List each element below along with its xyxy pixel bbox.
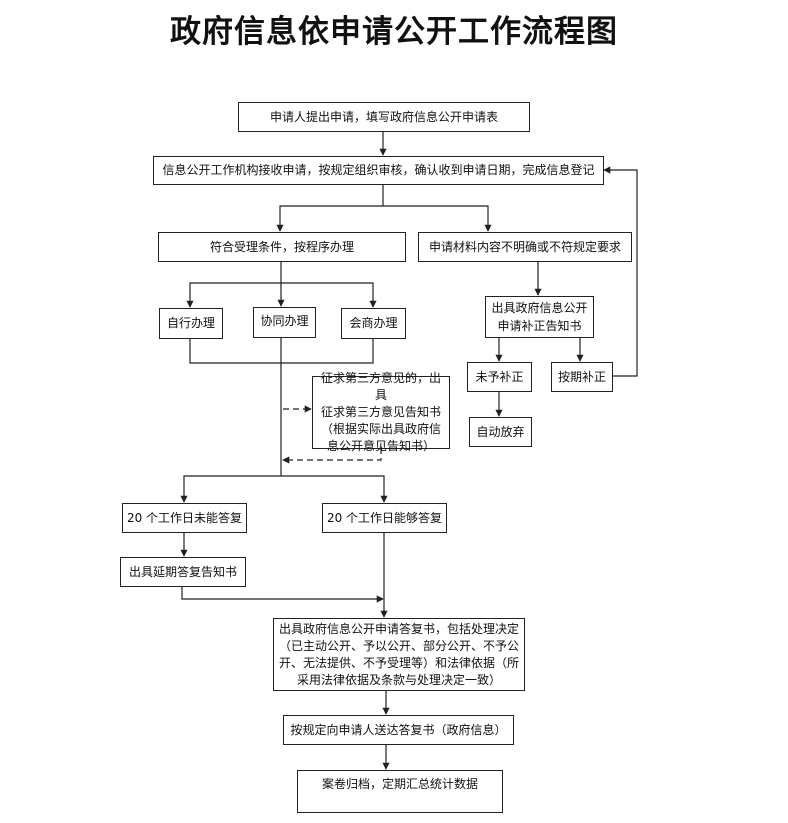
node-text: 20 个工作日未能答复: [126, 510, 243, 525]
node-text-line: 息公开意见告知书）: [326, 439, 435, 453]
node-text: 未予补正: [475, 369, 524, 384]
node-not-within-20-days: 20 个工作日未能答复: [122, 503, 247, 533]
arrow-to-not-in-20: [180, 475, 281, 503]
node-text: 会商办理: [349, 316, 398, 330]
node-text: 申请人提出申请，填写政府信息公开申请表: [269, 109, 498, 124]
node-text-line: 开、无法提供、不予受理等）和法律依据（所: [278, 655, 519, 670]
node-auto-abandon: 自动放弃: [469, 417, 532, 447]
node-submit-application: 申请人提出申请，填写政府信息公开申请表: [238, 102, 530, 132]
node-text: 20 个工作日能够答复: [326, 510, 443, 525]
node-text: 信息公开工作机构接收申请，按规定组织审核，确认收到申请日期，完成信息登记: [162, 163, 595, 177]
arrow-extension-to-trunk: [181, 586, 384, 603]
node-text: 出具延期答复告知书: [128, 564, 237, 579]
page-title: 政府信息依申请公开工作流程图: [170, 14, 618, 50]
arrow-to-unclear: [383, 205, 492, 232]
arrow-from-third-party: [282, 448, 382, 464]
arrow-loop-back-receive: [603, 166, 638, 377]
node-third-party-opinion: 征求第三方意见的，出具 征求第三方意见告知书 （根据实际出具政府信 息公开意见告…: [312, 371, 450, 453]
node-within-20-days: 20 个工作日能够答复: [322, 503, 447, 533]
arrow-to-accept: [276, 205, 383, 232]
node-text-line: 征求第三方意见告知书: [320, 405, 441, 419]
node-receive-register: 信息公开工作机构接收申请，按规定组织审核，确认收到申请日期，完成信息登记: [153, 156, 604, 185]
node-text-line: 征求第三方意见的，出具: [320, 371, 441, 402]
node-cooperate-handle: 协同办理: [253, 307, 316, 338]
node-text-line: 申请补正告知书: [497, 319, 582, 333]
node-corrected-on-time: 按期补正: [551, 362, 613, 392]
arrow-to-self: [186, 282, 281, 308]
node-text-line: 出具政府信息公开: [491, 301, 588, 315]
node-not-corrected: 未予补正: [467, 362, 532, 392]
node-text: 自行办理: [166, 316, 215, 330]
node-extension-notice: 出具延期答复告知书: [120, 557, 246, 587]
node-text: 符合受理条件，按程序办理: [209, 239, 354, 254]
node-text: 自动放弃: [476, 424, 525, 439]
node-deliver-reply: 按规定向申请人送达答复书（政府信息）: [283, 715, 514, 745]
node-text-line: 出具政府信息公开申请答复书，包括处理决定: [278, 621, 519, 636]
node-unclear-materials: 申请材料内容不明确或不符规定要求: [418, 232, 632, 262]
node-correction-notice: 出具政府信息公开 申请补正告知书: [485, 296, 594, 338]
node-text: 案卷归档，定期汇总统计数据: [321, 777, 478, 791]
node-text: 申请材料内容不明确或不符规定要求: [428, 239, 621, 254]
node-consult-handle: 会商办理: [341, 308, 406, 339]
node-text-line: （根据实际出具政府信: [320, 422, 441, 436]
node-text: 按期补正: [557, 369, 606, 384]
arrow-to-consult: [281, 282, 377, 308]
arrow-to-in-20: [281, 475, 388, 503]
node-self-handle: 自行办理: [159, 308, 223, 339]
node-archive: 案卷归档，定期汇总统计数据: [297, 770, 503, 813]
node-text-line: 采用法律依据及条款与处理决定一致）: [296, 672, 501, 687]
node-text: 按规定向申请人送达答复书（政府信息）: [290, 722, 507, 737]
node-accept: 符合受理条件，按程序办理: [158, 232, 406, 262]
node-reply-document: 出具政府信息公开申请答复书，包括处理决定 （已主动公开、予以公开、部分公开、不予…: [273, 618, 525, 691]
node-text: 协同办理: [260, 314, 309, 328]
node-text-line: （已主动公开、予以公开、部分公开、不予公: [278, 638, 519, 653]
